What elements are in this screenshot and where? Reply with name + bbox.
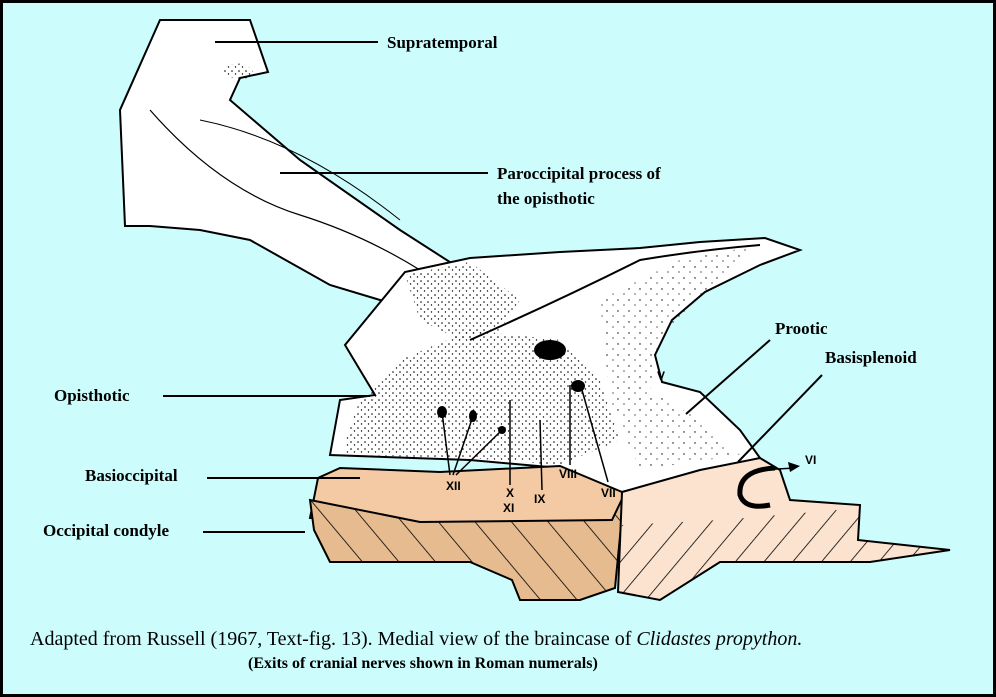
foramen-vii — [571, 380, 585, 392]
caption-sub: (Exits of cranial nerves shown in Roman … — [248, 655, 598, 672]
nerve-leader-lines — [441, 385, 609, 491]
paroccipital-ridge — [149, 109, 451, 291]
label-occipital-condyle: Occipital condyle — [43, 521, 170, 540]
nerve-label-vi: VI — [805, 453, 816, 467]
vi-arrowhead-icon — [788, 462, 800, 472]
supratemporal-shading — [220, 63, 255, 79]
label-paroccipital-line2: the opisthotic — [497, 189, 595, 208]
upper-crest-stipple — [405, 262, 520, 340]
opisthotic-stipple — [345, 330, 620, 465]
nerve-label-vii: VII — [601, 486, 616, 500]
label-opisthotic: Opisthotic — [54, 386, 130, 405]
caption-species: Clidastes propython. — [636, 628, 802, 650]
label-prootic: Prootic — [775, 319, 828, 338]
label-basioccipital: Basioccipital — [85, 466, 178, 485]
label-basisphenoid: Basisplenoid — [825, 348, 917, 367]
inner-canal — [469, 244, 761, 341]
vi-nerve-arrow — [759, 467, 796, 471]
prootic-stipple — [600, 245, 760, 470]
nerve-label-ix: IX — [534, 492, 545, 506]
nerve-label-viii: VIII — [559, 467, 577, 481]
nerve-label-xii: XII — [446, 479, 461, 493]
sella-turcica — [737, 465, 776, 509]
label-paroccipital-line1: Paroccipital process of — [497, 164, 661, 183]
foramen-dark — [534, 340, 566, 360]
nerve-label-v: V — [657, 369, 665, 383]
nerve-label-x: X — [506, 486, 514, 500]
caption-main: Adapted from Russell (1967, Text-fig. 13… — [30, 628, 802, 650]
caption-main-prefix: Adapted from Russell (1967, Text-fig. 13… — [30, 628, 636, 650]
condyle-hatch — [310, 495, 624, 600]
label-supratemporal: Supratemporal — [387, 33, 498, 52]
nerve-label-xi: XI — [503, 501, 514, 515]
structure-leader-lines — [163, 41, 823, 533]
paroccipital-ridge-2 — [199, 119, 401, 221]
basisphenoid-hatch — [618, 508, 950, 600]
